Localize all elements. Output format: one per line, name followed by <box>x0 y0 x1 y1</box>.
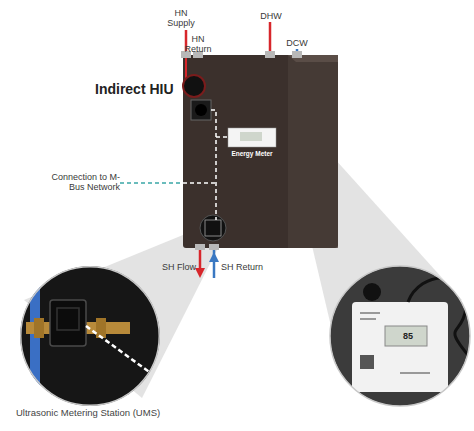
energy-meter <box>228 128 276 147</box>
pipe-label: DHW <box>258 11 284 21</box>
dhw-pipe <box>269 22 272 58</box>
pipe-label: SH Flow <box>148 262 196 272</box>
ums-photo <box>20 262 160 412</box>
zoom-cone <box>24 228 222 398</box>
cable <box>408 278 472 360</box>
signal-wire <box>211 110 216 220</box>
node-text: Ultrasonic Metering Station (UMS) <box>16 407 160 418</box>
meter-display <box>240 132 262 141</box>
sensor <box>363 283 381 301</box>
panel-bevel <box>288 55 338 62</box>
insulation-panel <box>288 55 338 248</box>
ums-sensor <box>205 220 221 236</box>
ums-body <box>50 300 86 346</box>
meter-photo <box>330 266 472 406</box>
zoom-circle <box>330 266 470 406</box>
energy-meter-box: Energy Meter <box>228 128 276 160</box>
brass-fitting <box>26 322 130 334</box>
sh-flow-pipe <box>199 246 202 272</box>
signal-line <box>86 326 152 374</box>
fitting <box>209 244 219 250</box>
brass-nut <box>96 318 106 338</box>
pipe-label: HN Supply <box>164 8 198 28</box>
flow-sensor <box>191 100 211 120</box>
sh-return-pipe <box>213 246 216 278</box>
circle-outline <box>21 267 160 406</box>
meter-reading: 85 <box>398 331 418 341</box>
mbus-label: Connection to M-Bus Network <box>38 172 120 192</box>
pipe-label: HN Return <box>181 34 215 54</box>
brass-nut <box>34 318 44 338</box>
ums-window <box>57 308 79 330</box>
mbus-line <box>120 182 183 184</box>
photo-bg <box>330 266 470 406</box>
fitting <box>265 51 275 58</box>
qr-code <box>360 355 374 369</box>
meter-display <box>385 326 427 346</box>
circle-outline <box>20 266 160 406</box>
return-arrow <box>209 252 219 262</box>
meter-body <box>352 302 448 392</box>
print-line <box>400 372 430 374</box>
fitting <box>292 51 302 58</box>
photo-bg <box>20 266 160 406</box>
ums-zoom-circle: Ultrasonic Metering Station (UMS) <box>20 266 160 406</box>
fitting <box>195 244 205 250</box>
blue-pipe <box>30 262 40 412</box>
ums-port <box>200 215 226 241</box>
valve <box>183 75 205 97</box>
hiu-unit: Indirect HIUEnergy Meter <box>183 55 338 248</box>
flow-sensor-core <box>195 104 207 116</box>
print-line <box>360 312 380 314</box>
node-text: Indirect HIU <box>95 81 174 97</box>
node-text: Energy Meter <box>228 150 276 157</box>
signal-wire <box>216 136 228 138</box>
flow-arrow <box>195 268 205 278</box>
mbus-wire <box>183 182 216 184</box>
print-line <box>360 318 376 320</box>
pipe-label: DCW <box>284 38 310 48</box>
pipe-label: SH Return <box>221 262 271 272</box>
internal-pipe <box>185 58 187 80</box>
